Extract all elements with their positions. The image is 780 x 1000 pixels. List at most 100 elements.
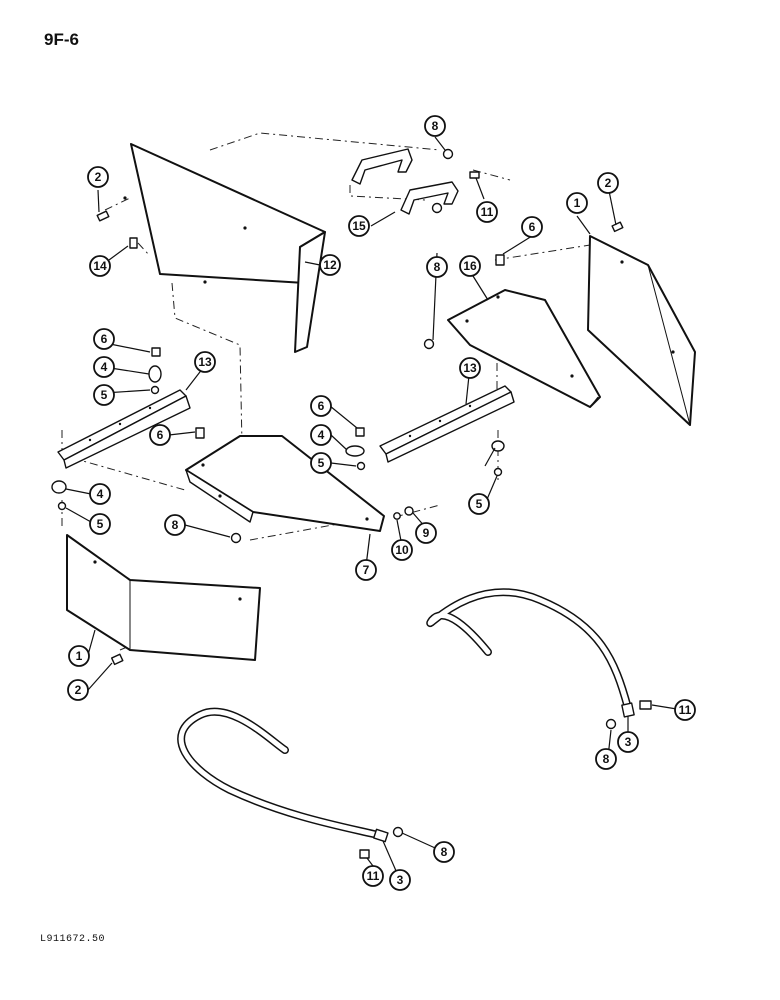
svg-text:8: 8 <box>434 260 441 274</box>
callout-12: 12 <box>319 254 341 276</box>
washer-icon <box>393 512 401 520</box>
bolt-icon <box>611 221 624 233</box>
svg-text:16: 16 <box>463 259 477 273</box>
callout-6: 6 <box>149 424 171 446</box>
callout-8: 8 <box>595 748 617 770</box>
svg-text:8: 8 <box>441 845 448 859</box>
svg-text:2: 2 <box>75 683 82 697</box>
svg-text:5: 5 <box>97 517 104 531</box>
upper-panel-12 <box>123 143 326 353</box>
washer-icon <box>356 461 366 471</box>
figure-reference-code: L911672.50 <box>40 934 106 945</box>
nut-icon <box>404 506 414 516</box>
callout-8: 8 <box>164 514 186 536</box>
svg-text:8: 8 <box>432 119 439 133</box>
callout-11: 11 <box>674 699 696 721</box>
callout-5: 5 <box>468 493 490 515</box>
svg-text:3: 3 <box>625 735 632 749</box>
clip-icon <box>51 480 67 494</box>
callout-8: 8 <box>426 256 448 278</box>
callout-8: 8 <box>433 841 455 863</box>
callout-10: 10 <box>391 539 413 561</box>
center-plate-7 <box>185 435 385 532</box>
bolt-icon <box>495 254 505 266</box>
bolt-icon <box>110 653 124 666</box>
svg-text:6: 6 <box>318 399 325 413</box>
washer-icon <box>150 385 160 395</box>
clip-icon <box>148 365 162 383</box>
callout-3: 3 <box>617 731 639 753</box>
rubber-strap-3-right <box>426 588 635 718</box>
svg-text:3: 3 <box>397 873 404 887</box>
svg-text:7: 7 <box>363 563 370 577</box>
callout-5: 5 <box>310 452 332 474</box>
bolt-icon <box>151 347 161 357</box>
nut-icon <box>442 148 454 160</box>
bolt-icon <box>639 700 652 710</box>
leader-lines <box>65 136 684 881</box>
floor-plate-16 <box>447 289 601 408</box>
nut-icon <box>392 826 404 838</box>
svg-text:1: 1 <box>574 196 581 210</box>
svg-text:10: 10 <box>395 543 409 557</box>
callout-11: 11 <box>476 201 498 223</box>
svg-text:11: 11 <box>367 869 380 883</box>
svg-text:5: 5 <box>476 497 483 511</box>
bolt-icon <box>96 210 110 222</box>
svg-text:12: 12 <box>323 258 337 272</box>
svg-text:2: 2 <box>95 170 102 184</box>
svg-text:14: 14 <box>93 259 107 273</box>
callout-6: 6 <box>521 216 543 238</box>
callout-2: 2 <box>67 679 89 701</box>
callout-13: 13 <box>194 351 216 373</box>
washer-icon <box>493 467 503 477</box>
bolt-icon <box>129 237 138 249</box>
svg-text:5: 5 <box>101 388 108 402</box>
svg-text:11: 11 <box>481 205 494 219</box>
callout-14: 14 <box>89 255 111 277</box>
nut-icon <box>431 202 443 214</box>
callout-4: 4 <box>310 424 332 446</box>
bolt-icon <box>469 171 480 179</box>
callout-6: 6 <box>310 395 332 417</box>
rubber-strap-3-left <box>177 707 389 843</box>
svg-text:6: 6 <box>529 220 536 234</box>
callout-5: 5 <box>89 513 111 535</box>
callout-9: 9 <box>415 522 437 544</box>
svg-text:9: 9 <box>423 526 430 540</box>
svg-text:11: 11 <box>679 703 692 717</box>
callout-11: 11 <box>362 865 384 887</box>
callout-1: 1 <box>68 645 90 667</box>
svg-text:13: 13 <box>463 361 477 375</box>
svg-text:4: 4 <box>318 428 325 442</box>
clip-icon <box>345 445 365 457</box>
svg-text:8: 8 <box>603 752 610 766</box>
callout-7: 7 <box>355 559 377 581</box>
bolt-icon <box>195 427 205 439</box>
svg-text:5: 5 <box>318 456 325 470</box>
callout-13: 13 <box>459 357 481 379</box>
nut-icon <box>230 532 242 544</box>
callouts: 1 1 2 2 2 3 3 4 4 4 5 5 5 5 6 6 6 6 7 8 … <box>67 115 696 891</box>
callout-2: 2 <box>87 166 109 188</box>
callout-6: 6 <box>93 328 115 350</box>
callout-4: 4 <box>89 483 111 505</box>
bolt-icon <box>355 427 365 437</box>
side-panel-1-lower <box>66 534 261 661</box>
angle-strip-13-right <box>379 385 515 463</box>
callout-16: 16 <box>459 255 481 277</box>
svg-text:15: 15 <box>352 219 366 233</box>
svg-text:1: 1 <box>76 649 83 663</box>
handle-15-upper <box>351 148 413 185</box>
angle-strip-13-left <box>57 389 191 469</box>
nut-icon <box>423 338 435 350</box>
svg-text:8: 8 <box>172 518 179 532</box>
svg-text:13: 13 <box>198 355 212 369</box>
callout-3: 3 <box>389 869 411 891</box>
svg-text:4: 4 <box>97 487 104 501</box>
callout-2: 2 <box>597 172 619 194</box>
svg-text:2: 2 <box>605 176 612 190</box>
bolt-icon <box>359 849 370 859</box>
callout-8: 8 <box>424 115 446 137</box>
